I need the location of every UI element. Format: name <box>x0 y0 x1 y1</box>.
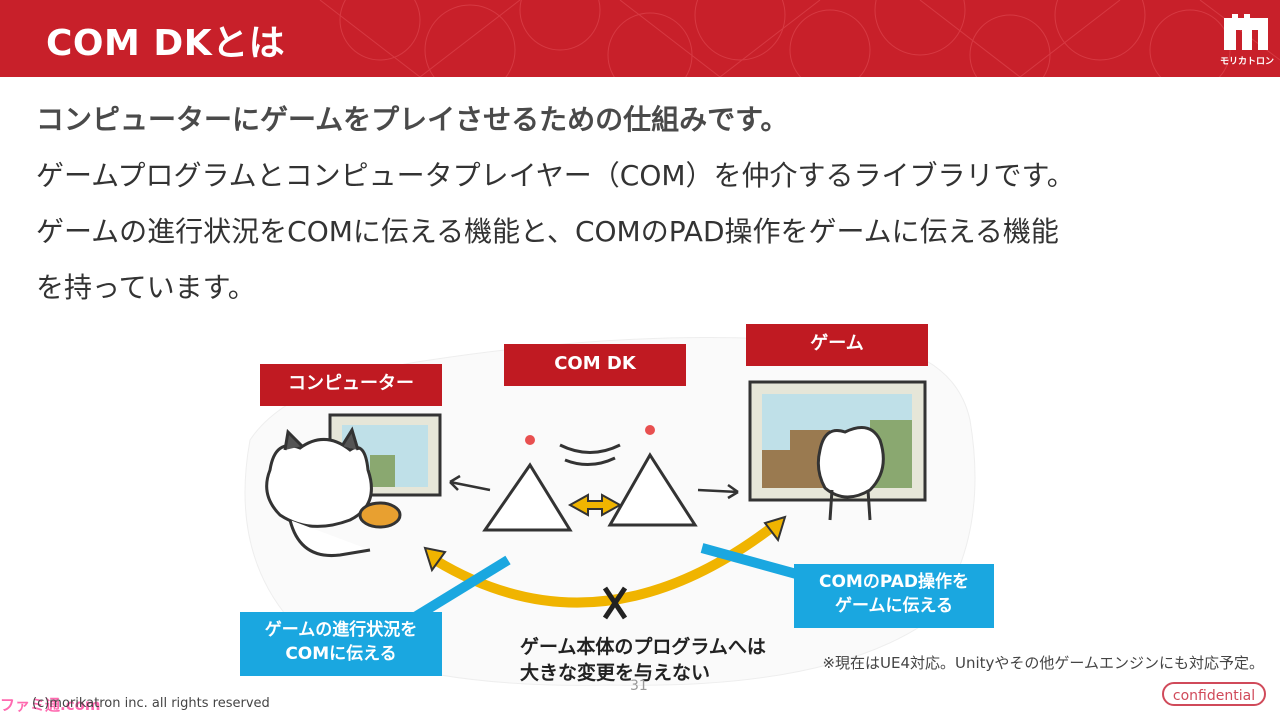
header-pattern <box>319 0 1280 77</box>
com-dk-diagram <box>230 320 990 700</box>
paragraph-2: ゲームの進行状況をCOMに伝える機能と、COMのPAD操作をゲームに伝える機能 <box>36 215 1059 248</box>
footnote: ※現在はUE4対応。Unityやその他ゲームエンジンにも対応予定。 <box>822 654 1264 672</box>
note-line1: ゲーム本体のプログラムへは <box>520 636 766 658</box>
callout-left-line2: COMに伝える <box>285 644 397 664</box>
callout-pad-operation: COMのPAD操作を ゲームに伝える <box>794 564 994 628</box>
handwritten-note: ゲーム本体のプログラムへは 大きな変更を与えない <box>520 634 766 686</box>
morikatron-logo: モリカトロン <box>1220 12 1274 68</box>
confidential-badge: confidential <box>1162 682 1266 706</box>
logo-text: モリカトロン <box>1220 57 1275 67</box>
computer-cat-drawing <box>265 426 402 558</box>
small-arrows-drawing <box>449 474 739 500</box>
label-game: ゲーム <box>746 324 928 366</box>
page-number: 31 <box>630 678 648 694</box>
callout-right-line1: COMのPAD操作を <box>818 572 969 592</box>
copyright-text: (c)morikatron inc. all rights reserved <box>32 696 270 711</box>
page-title: COM DKとは <box>46 23 286 64</box>
callout-left-line1: ゲームの進行状況を <box>264 620 418 640</box>
game-cat-drawing <box>816 426 885 521</box>
label-computer: コンピューター <box>260 364 442 406</box>
header-bar: COM DKとは モリカトロン <box>0 0 1280 77</box>
famitsu-watermark: ファミ通.com <box>0 696 101 714</box>
note-line2: 大きな変更を与えない <box>520 662 711 684</box>
callout-game-progress: ゲームの進行状況を COMに伝える <box>240 612 442 676</box>
diagram-illustration <box>244 337 976 686</box>
logo-icon <box>1224 14 1268 50</box>
label-comdk: COM DK <box>504 344 686 386</box>
paragraph-3: を持っています。 <box>36 271 256 304</box>
intro-text: コンピューターにゲームをプレイさせるための仕組みです。 ゲームプログラムとコンピ… <box>36 100 1256 324</box>
callout-right-line2: ゲームに伝える <box>835 596 953 616</box>
right-callout-pointer <box>700 543 802 580</box>
center-double-arrow-drawing <box>567 493 623 517</box>
comdk-characters-drawing <box>482 425 698 532</box>
paragraph-1: ゲームプログラムとコンピュータプレイヤー（COM）を仲介するライブラリです。 <box>36 159 1075 192</box>
lead-sentence: コンピューターにゲームをプレイさせるための仕組みです。 <box>36 103 789 136</box>
